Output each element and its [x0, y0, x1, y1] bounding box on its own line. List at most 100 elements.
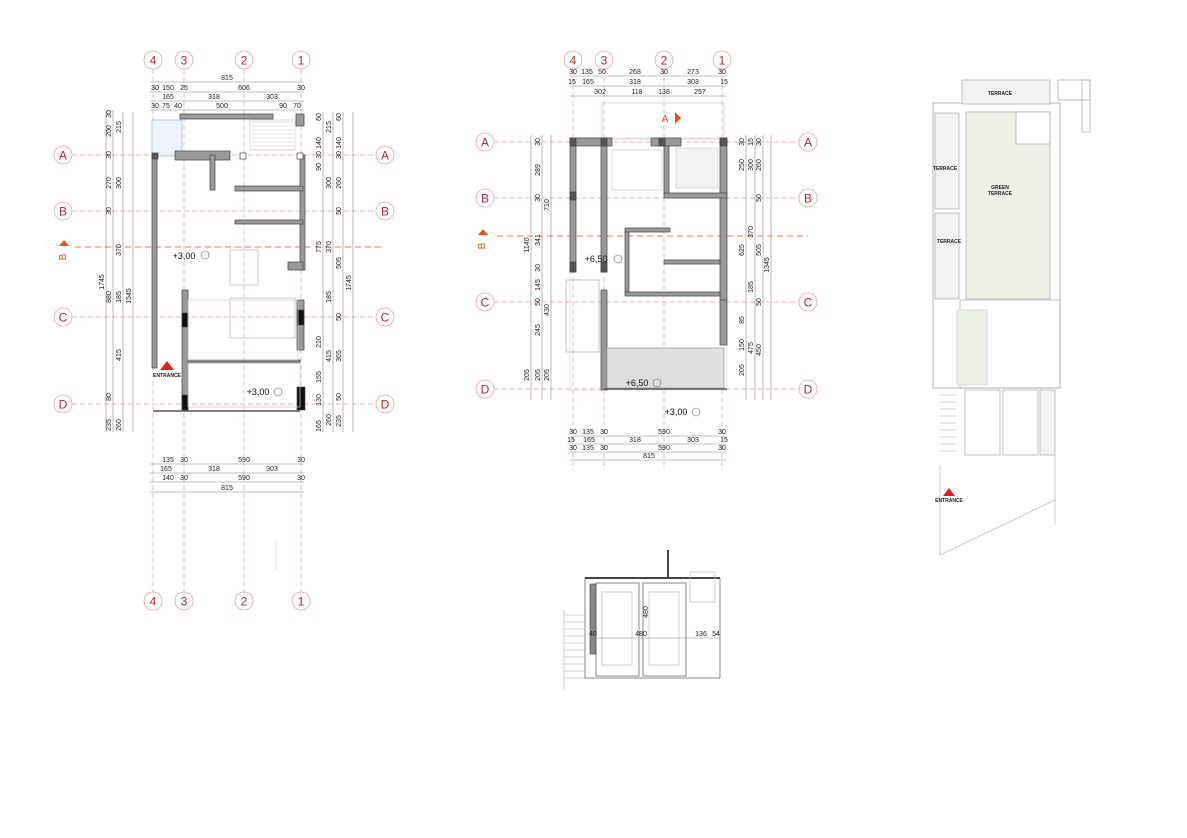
dimension-value: 145	[535, 279, 542, 291]
dimension-value: 300	[116, 177, 123, 189]
dimension-value: 185	[748, 281, 755, 293]
grid-label-3: 3	[181, 595, 188, 609]
dimension-value: 365	[336, 350, 343, 362]
dimension-value: 85	[739, 316, 746, 324]
entrance-label: ENTRANCE	[935, 498, 963, 504]
dimension-value: 30	[297, 457, 305, 464]
grid-bubble	[291, 591, 311, 611]
dimension-value: 370	[748, 226, 755, 238]
grid-label-D: D	[381, 398, 390, 412]
dimension-value: 30	[535, 138, 542, 146]
grid-bubble	[798, 188, 818, 208]
dimension-value: 70	[293, 103, 301, 110]
grid-label-C: C	[481, 296, 490, 310]
dimension-value: 1745	[346, 275, 353, 291]
grid-bubble	[53, 394, 73, 414]
grid-label-4: 4	[150, 595, 157, 609]
dimension-value: 200	[106, 125, 113, 137]
dimension-value: 30	[718, 69, 726, 76]
grid-label-D: D	[804, 383, 813, 397]
living-room	[187, 299, 299, 361]
wall	[151, 152, 159, 160]
dimension-value: 215	[326, 121, 333, 133]
parking-space	[595, 582, 640, 677]
dimension-value: 80	[106, 393, 113, 401]
wall	[239, 152, 247, 160]
site-boundary	[939, 499, 1056, 556]
dimension-value: 15	[567, 437, 575, 444]
void	[565, 279, 600, 353]
wall	[181, 289, 189, 411]
wall	[569, 261, 577, 273]
grid-bubble	[174, 50, 194, 70]
floor-plans	[105, 75, 1091, 690]
section-mark-a: A	[662, 114, 669, 125]
dimension-value: 450	[756, 344, 763, 356]
dimension-value: 90	[316, 163, 323, 171]
wall	[650, 137, 682, 147]
dimension-value: 210	[316, 336, 323, 348]
dimension-value: 370	[326, 241, 333, 253]
grid-bubble	[53, 201, 73, 221]
dimension-value: 165	[162, 94, 174, 101]
dimension-value: 1345	[764, 257, 771, 273]
wall	[624, 291, 721, 297]
dimension-value: 303	[266, 466, 278, 473]
bath-tiles	[675, 147, 719, 189]
section-mark-b: B	[58, 253, 69, 260]
green-terrace-label: TERRACE	[988, 191, 1013, 197]
grid-bubble	[375, 201, 395, 221]
dimension-value: 303	[687, 79, 699, 86]
grid-label-A: A	[381, 149, 389, 163]
dimension-value: 205	[544, 369, 551, 381]
grid-label-B: B	[481, 192, 489, 206]
dimension-value: 205	[524, 369, 531, 381]
wall	[719, 299, 728, 346]
dimension-value: 30	[336, 151, 343, 159]
dimension-value: 415	[326, 350, 333, 362]
wall	[234, 219, 304, 225]
wall	[719, 137, 728, 147]
storage	[689, 571, 716, 603]
grid-label-4: 4	[570, 54, 577, 68]
dimension-value: 235	[336, 415, 343, 427]
dimension-value: 318	[208, 94, 220, 101]
dimension-value: 415	[116, 349, 123, 361]
dimension-value: 235	[106, 419, 113, 431]
level-target-icon	[200, 250, 210, 260]
dimension-value: 30	[718, 445, 726, 452]
wall	[658, 137, 666, 147]
dimension-value: 25	[180, 85, 188, 92]
chimney	[1057, 79, 1091, 101]
terrace-label: TERRACE	[937, 239, 962, 245]
wall	[600, 137, 608, 273]
terrace	[187, 362, 301, 408]
dimension-value: 815	[221, 485, 233, 492]
grid-label-1: 1	[298, 54, 305, 68]
grid-bubble	[798, 379, 818, 399]
dimension-value: 815	[643, 453, 655, 460]
wall	[181, 312, 189, 328]
dimension-value: 15	[748, 138, 755, 146]
grid-label-D: D	[481, 383, 490, 397]
grid-label-1: 1	[298, 595, 305, 609]
wall	[663, 259, 721, 265]
dimension-value: 30	[600, 429, 608, 436]
dimension-value: 135	[582, 445, 594, 452]
dimension-value: 30	[106, 110, 113, 118]
wall	[209, 154, 216, 191]
dimension-value: 30	[756, 138, 763, 146]
grid-bubble	[475, 379, 495, 399]
wall	[295, 113, 305, 127]
grid-label-A: A	[804, 136, 812, 150]
grid-label-C: C	[381, 311, 390, 325]
dimension-value: 60	[336, 113, 343, 121]
dimension-value: 140	[316, 137, 323, 149]
dimension-value: 140	[336, 137, 343, 149]
terrace	[606, 347, 725, 389]
grid-label-3: 3	[601, 54, 608, 68]
dimension-value: 50	[598, 69, 606, 76]
dimension-value: 245	[535, 324, 542, 336]
dimension-value: 480	[635, 631, 647, 638]
